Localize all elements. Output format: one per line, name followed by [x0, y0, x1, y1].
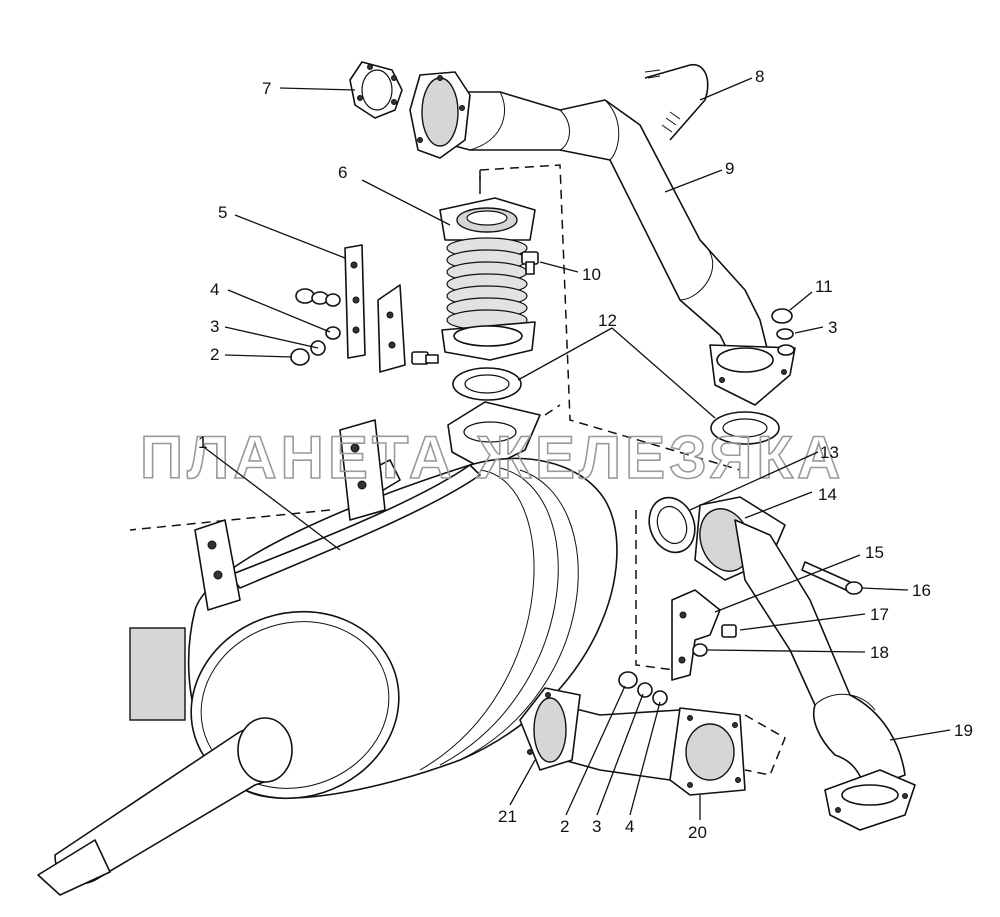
- callout-5: 5: [218, 203, 227, 222]
- callout-2: 2: [210, 345, 219, 364]
- part-18-bolt-small: [692, 624, 737, 657]
- callout-21: 21: [498, 807, 517, 826]
- callout-12: 12: [598, 311, 617, 330]
- part-10-bolt: [521, 251, 539, 275]
- part-9-front-exhaust-pipe: [409, 71, 796, 406]
- part-2-4-nuts-washers-left: [290, 288, 439, 366]
- assembly-guide-lines: [129, 164, 786, 776]
- part-7-flange-gasket: [349, 61, 403, 119]
- part-2-4-nuts-washers-bottom: [618, 671, 668, 706]
- callout-1: 1: [198, 433, 207, 452]
- part-16-bolt-long: [801, 561, 863, 595]
- callout-17: 17: [870, 605, 889, 624]
- callout-3: 3: [210, 317, 219, 336]
- callout-labels: 7 8 9 6 5 10 4 3 2 12 11 3 1 13 14 15 16…: [198, 67, 973, 842]
- callout-3: 3: [592, 817, 601, 836]
- part-13-gasket-right: [648, 496, 696, 554]
- callout-18: 18: [870, 643, 889, 662]
- callout-4: 4: [210, 280, 219, 299]
- part-12-gasket-ring-upper: [452, 367, 522, 401]
- part-17-hanger-bracket: [671, 589, 721, 681]
- callout-7: 7: [262, 79, 271, 98]
- callout-3: 3: [828, 318, 837, 337]
- callout-14: 14: [818, 485, 837, 504]
- part-6-flexible-bellows: [439, 197, 536, 361]
- callout-16: 16: [912, 581, 931, 600]
- part-1-muffler: [37, 419, 618, 896]
- part-5-bracket-plates: [344, 244, 406, 373]
- bellows-ribs: [446, 237, 528, 331]
- muffler-inlet-flange: [447, 401, 541, 471]
- callout-4: 4: [625, 817, 634, 836]
- callout-9: 9: [725, 159, 734, 178]
- callout-8: 8: [755, 67, 764, 86]
- part-12-gasket-ring-lower: [710, 411, 780, 445]
- part-20-flange-square: [669, 707, 746, 796]
- part-11-nut-right: [771, 308, 795, 356]
- watermark: ПЛАНЕТА ЖЕЛЕЗЯКА: [140, 424, 844, 491]
- callout-2: 2: [560, 817, 569, 836]
- part-19-rear-pipe: [734, 519, 916, 831]
- callout-6: 6: [338, 163, 347, 182]
- callout-11: 11: [815, 277, 833, 296]
- callout-10: 10: [582, 265, 601, 284]
- callout-13: 13: [820, 443, 839, 462]
- callout-19: 19: [954, 721, 973, 740]
- callout-15: 15: [865, 543, 884, 562]
- part-8-u-bolt: [644, 64, 709, 141]
- callout-leaders: [204, 77, 951, 820]
- callout-20: 20: [688, 823, 707, 842]
